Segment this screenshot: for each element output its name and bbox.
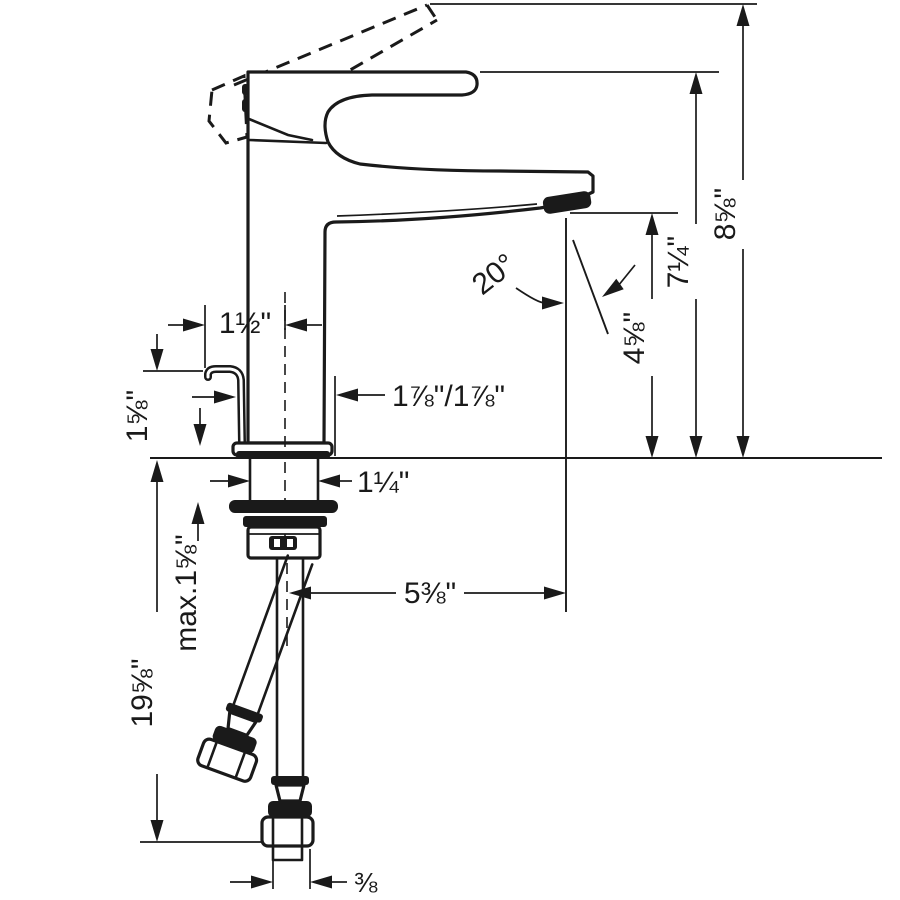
dim-shank-diameter: 1¼": [210, 466, 409, 499]
dim-spout-reach: 5⅜": [289, 577, 566, 610]
dim-rod-height: 1⅝": [121, 334, 236, 482]
escutcheon: [231, 441, 334, 459]
dim-body-height: 7¼": [480, 71, 719, 458]
dim-supply-connection-label: ⅜: [354, 867, 378, 898]
aerator: [542, 191, 592, 214]
mounting-hardware: [229, 457, 338, 560]
dim-spout-angle: 20°: [466, 218, 636, 612]
dim-supply-connection: ⅜: [230, 849, 378, 898]
dim-base-size: 1⅞"/1⅞": [334, 376, 505, 456]
dim-body-height-label: 7¼": [662, 236, 695, 288]
faucet-body: [242, 70, 595, 445]
lever-base-chamfer: [247, 117, 314, 142]
dim-shank-diameter-label: 1¼": [357, 466, 409, 499]
pop-up-rod: [204, 365, 246, 447]
dim-hose-length-label: 19⅝": [126, 658, 159, 727]
dim-rod-offset-label: 1½": [219, 307, 271, 340]
supply-hose-angled: [196, 554, 314, 783]
dim-spout-angle-label: 20°: [466, 248, 522, 302]
dim-max-counter-thickness: max.1⅝": [170, 502, 205, 652]
dim-rod-offset: 1½": [168, 305, 322, 368]
handle-pivot-pin: [242, 84, 249, 95]
dim-total-height-label: 8⅝": [709, 188, 742, 240]
faucet-silhouette: [246, 70, 595, 445]
hose-hex-nut: [260, 815, 315, 848]
handle-pivot-pin-lower: [242, 99, 249, 112]
spout-underside-highlight: [336, 203, 538, 217]
dim-total-height: 8⅝": [430, 3, 757, 458]
dim-hose-length: 19⅝": [126, 482, 263, 843]
dim-aerator-height: 4⅝": [570, 212, 678, 458]
body-top-seam: [247, 138, 328, 145]
shank-flange: [229, 500, 338, 513]
dim-max-counter-label: max.1⅝": [170, 534, 203, 651]
shank: [248, 457, 320, 502]
dim-aerator-height-label: 4⅝": [618, 312, 651, 364]
dim-base-size-label: 1⅞"/1⅞": [392, 380, 505, 413]
dim-rod-height-label: 1⅝": [121, 390, 154, 442]
dim-spout-reach-label: 5⅜": [404, 577, 456, 610]
